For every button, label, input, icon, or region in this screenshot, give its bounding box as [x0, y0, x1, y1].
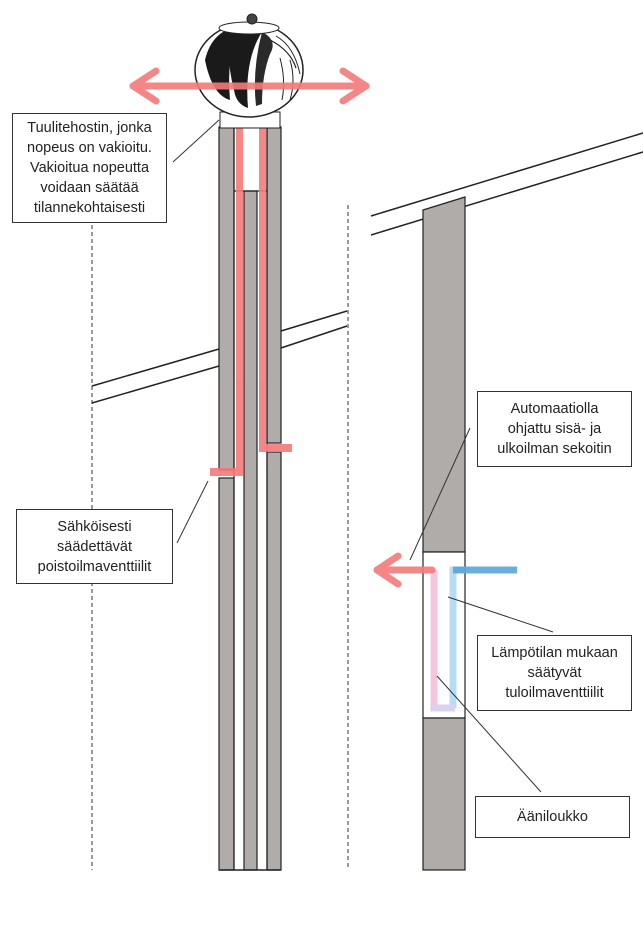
chimney-wall-left-lower: [218, 477, 235, 871]
exhaust-valve-2: [259, 444, 292, 452]
mixer-label: Automaatiolla ohjattu sisä- ja ulkoilman…: [477, 391, 632, 467]
leader-turbine: [172, 119, 220, 163]
exhaust-valves-label: Sähköisesti säädettävät poistoilmaventti…: [16, 509, 173, 584]
right-chimney-lower: [422, 717, 466, 871]
left-roof: [91, 310, 348, 404]
leader-supply-valves: [447, 596, 554, 633]
chimney-wall-left: [218, 126, 235, 471]
supply-valves-label: Lämpötilan mukaan säätyvät tuloilmaventt…: [477, 635, 632, 711]
leader-sound-trap: [436, 675, 542, 793]
chimney-wall-middle: [243, 190, 258, 871]
wind-turbine-ventilator-icon: [194, 13, 304, 129]
leader-exhaust-valves: [176, 480, 209, 544]
exhaust-ducts: [210, 88, 292, 476]
exhaust-duct-1: [236, 88, 243, 473]
mixer-chamber: [422, 551, 466, 719]
turbine-label: Tuulitehostin, jonka nopeus on vakioitu.…: [12, 113, 167, 223]
left-chimney: [218, 126, 282, 871]
exhaust-duct-2: [259, 88, 266, 449]
right-chimney: [422, 196, 466, 871]
arrow-icon: [373, 552, 436, 588]
right-roof: [370, 132, 643, 236]
right-chimney-upper: [422, 196, 466, 553]
leader-lines: [172, 119, 554, 793]
chimney-wall-right: [266, 126, 282, 444]
sound-trap-label: Äänilouk­ko: [475, 796, 630, 838]
supply-air-lines: [430, 566, 517, 712]
leader-mixer: [409, 427, 471, 561]
exhaust-valve-1: [210, 468, 243, 476]
arrow-icon: [129, 67, 370, 105]
chimney-wall-right-lower: [266, 451, 282, 871]
